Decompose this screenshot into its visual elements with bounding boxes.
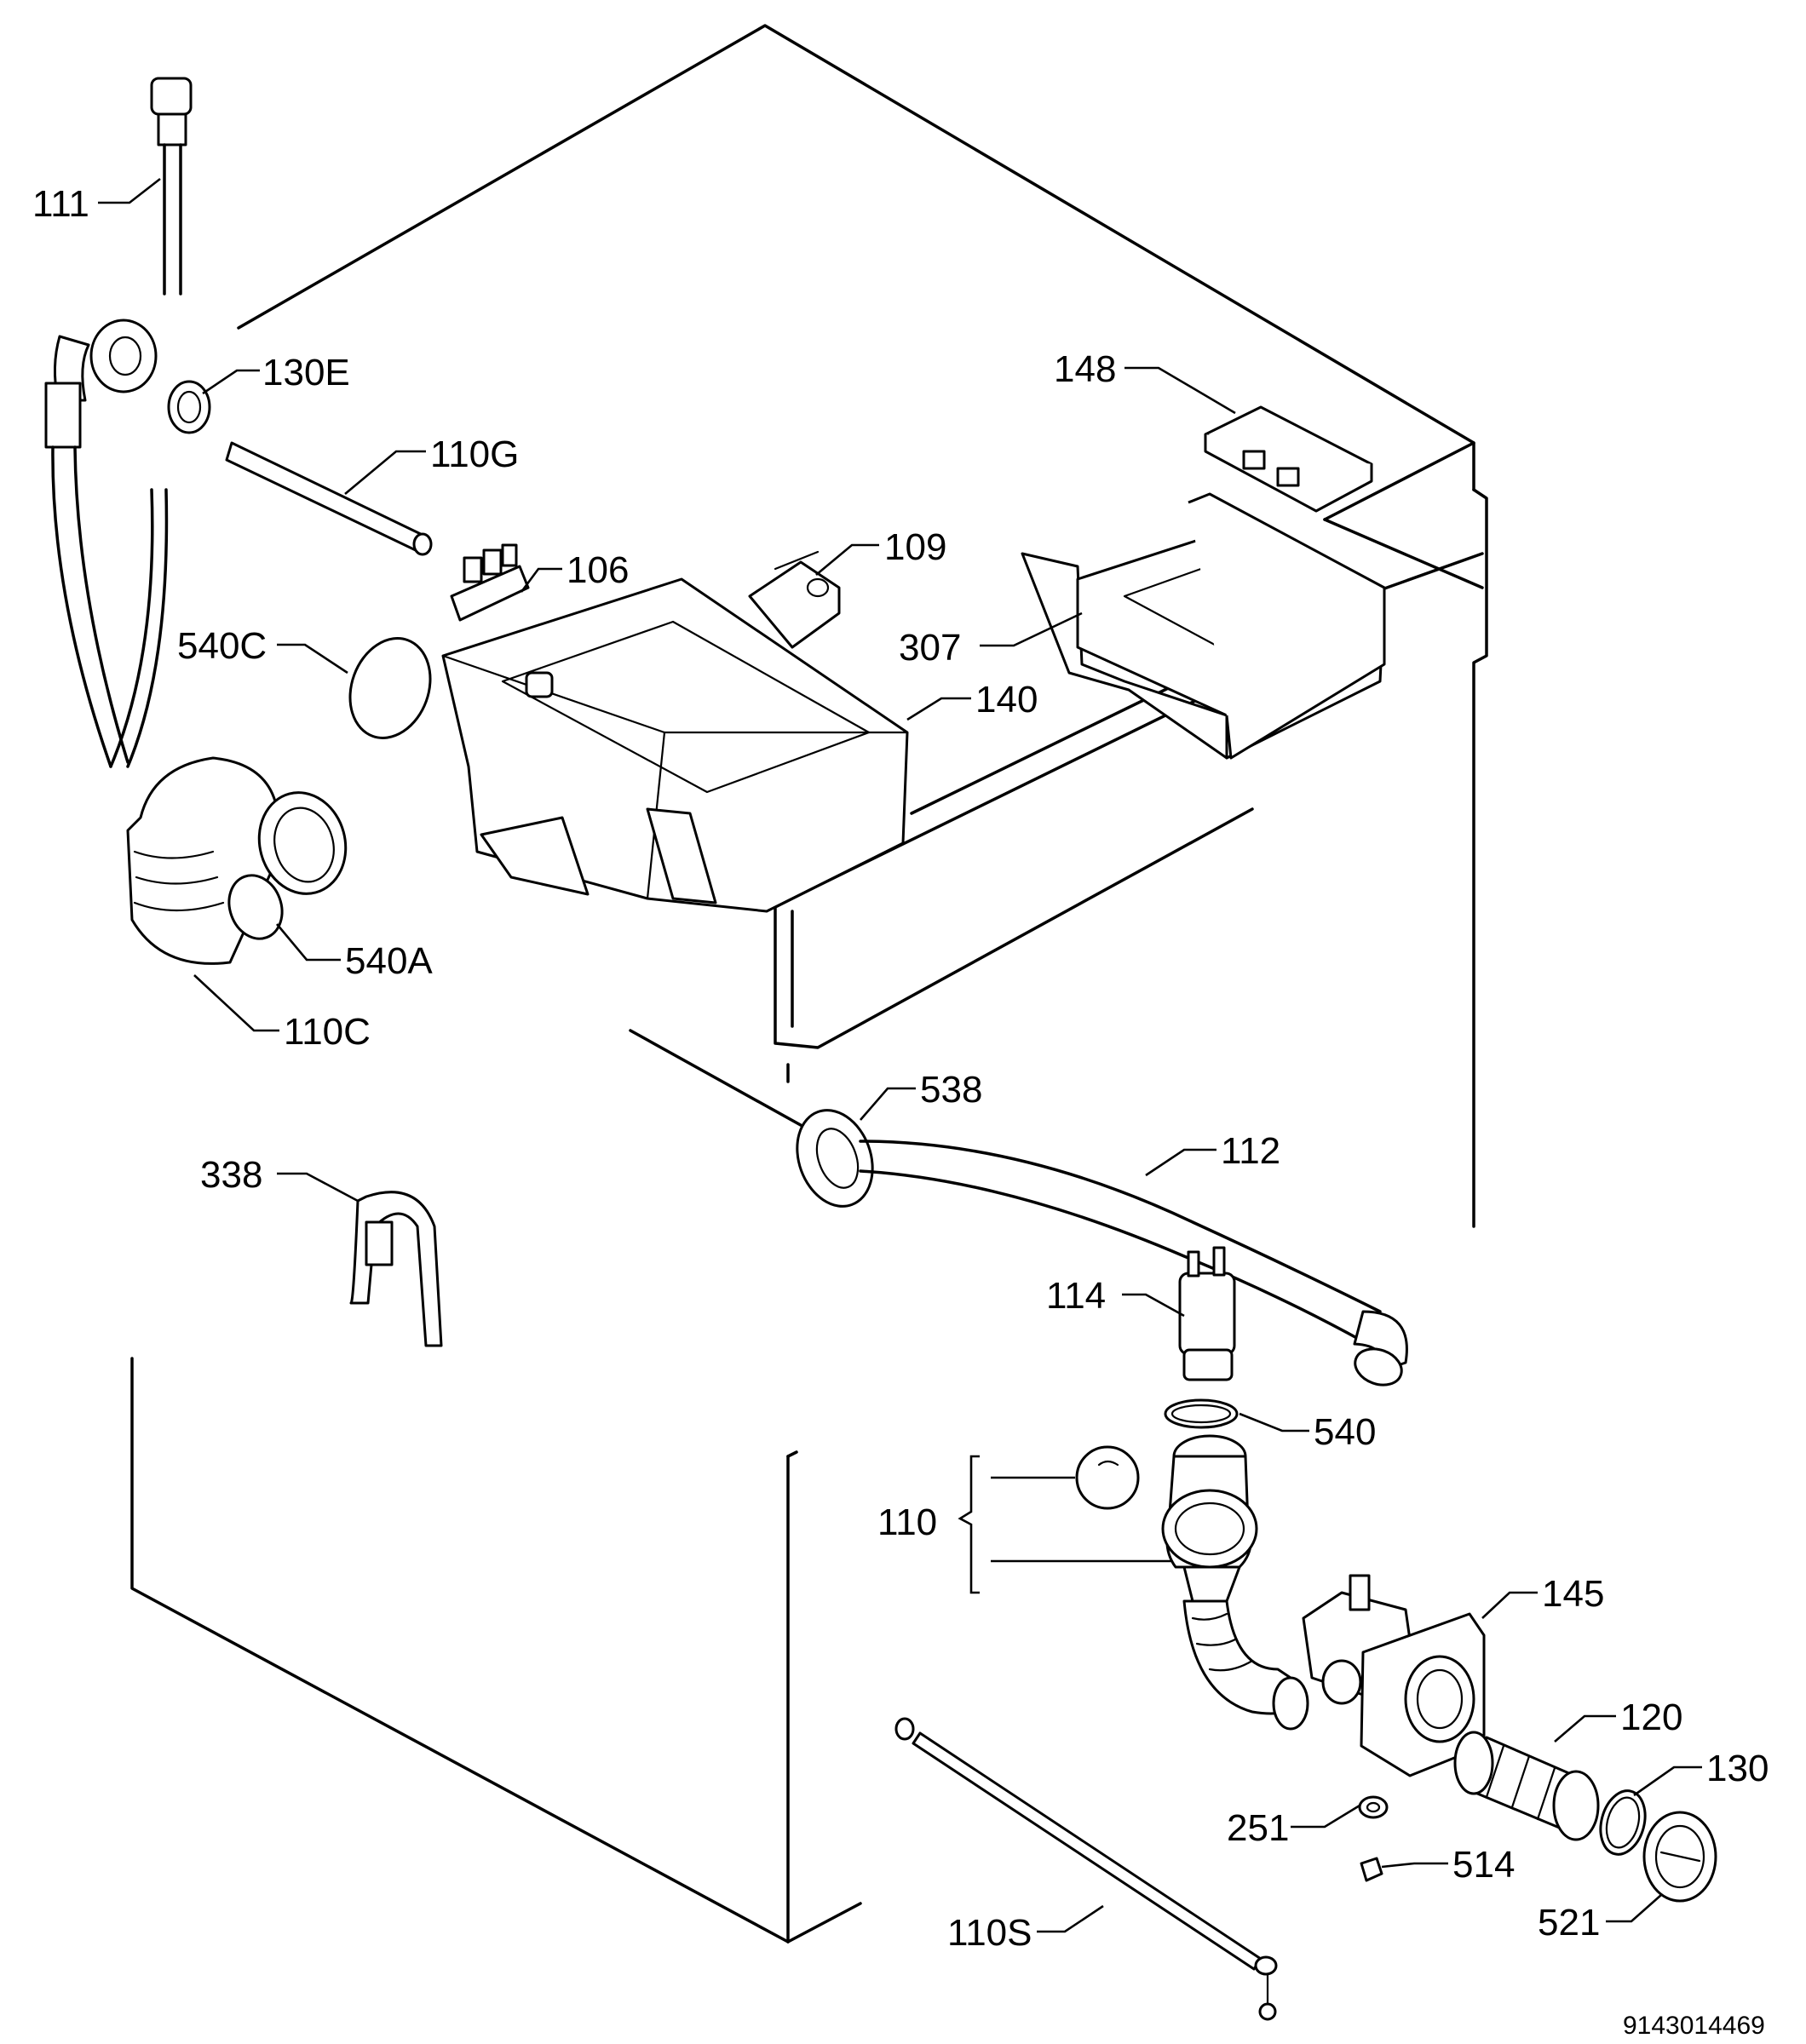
seal-130 bbox=[1599, 1789, 1647, 1856]
label-140: 140 bbox=[975, 679, 1038, 721]
ball-valve bbox=[1075, 1445, 1140, 1510]
label-540c: 540C bbox=[177, 625, 267, 667]
drawer-307 bbox=[1021, 492, 1386, 760]
tube-110g bbox=[225, 441, 433, 556]
label-110: 110 bbox=[877, 1501, 937, 1543]
fill-hose-elbow bbox=[44, 319, 169, 768]
label-540a: 540A bbox=[345, 940, 433, 982]
rod-110s bbox=[894, 1717, 1278, 2021]
label-114: 114 bbox=[1046, 1275, 1106, 1317]
label-112: 112 bbox=[1221, 1130, 1280, 1172]
label-130: 130 bbox=[1706, 1748, 1769, 1789]
part-251 bbox=[1358, 1795, 1389, 1819]
label-338: 338 bbox=[200, 1154, 262, 1196]
filter-120 bbox=[1453, 1731, 1600, 1841]
clip-338 bbox=[349, 1191, 443, 1347]
label-120: 120 bbox=[1620, 1697, 1682, 1738]
label-111: 111 bbox=[32, 183, 89, 225]
washer-130e bbox=[167, 380, 211, 434]
valve-106 bbox=[450, 543, 530, 622]
part-109 bbox=[774, 550, 820, 571]
part-514 bbox=[1360, 1857, 1383, 1882]
label-521: 521 bbox=[1538, 1902, 1600, 1944]
cabinet-outline bbox=[130, 24, 1488, 1944]
ring-540 bbox=[1164, 1398, 1239, 1429]
leader-lines bbox=[98, 177, 1702, 1933]
label-110g: 110G bbox=[430, 433, 519, 475]
label-307: 307 bbox=[899, 627, 961, 669]
label-251: 251 bbox=[1227, 1807, 1289, 1849]
label-538: 538 bbox=[920, 1069, 982, 1111]
label-106: 106 bbox=[567, 549, 629, 591]
pump-housing-145 bbox=[1302, 1574, 1486, 1777]
label-540: 540 bbox=[1314, 1411, 1376, 1453]
dispenser-housing-140 bbox=[441, 560, 909, 913]
label-145: 145 bbox=[1542, 1573, 1604, 1615]
bellows-110c bbox=[126, 756, 348, 965]
label-148: 148 bbox=[1054, 348, 1116, 390]
inlet-hose-111 bbox=[150, 77, 193, 296]
label-110s: 110S bbox=[947, 1912, 1032, 1954]
clamp-540c bbox=[348, 637, 432, 739]
sump-110 bbox=[1161, 1434, 1309, 1731]
drain-hose-112 bbox=[859, 1140, 1408, 1387]
label-514: 514 bbox=[1452, 1844, 1515, 1886]
part-labels: 111 130E 110G 106 109 148 307 540C 140 5… bbox=[32, 183, 1769, 1954]
label-130e: 130E bbox=[262, 352, 350, 393]
label-109: 109 bbox=[884, 526, 946, 568]
label-110c: 110C bbox=[284, 1011, 371, 1053]
document-number: 9143014469 bbox=[1623, 2012, 1765, 2040]
cap-521 bbox=[1642, 1811, 1717, 1903]
sensor-114 bbox=[1178, 1246, 1236, 1381]
grommet-538 bbox=[796, 1109, 874, 1208]
cover-148 bbox=[1204, 405, 1373, 513]
